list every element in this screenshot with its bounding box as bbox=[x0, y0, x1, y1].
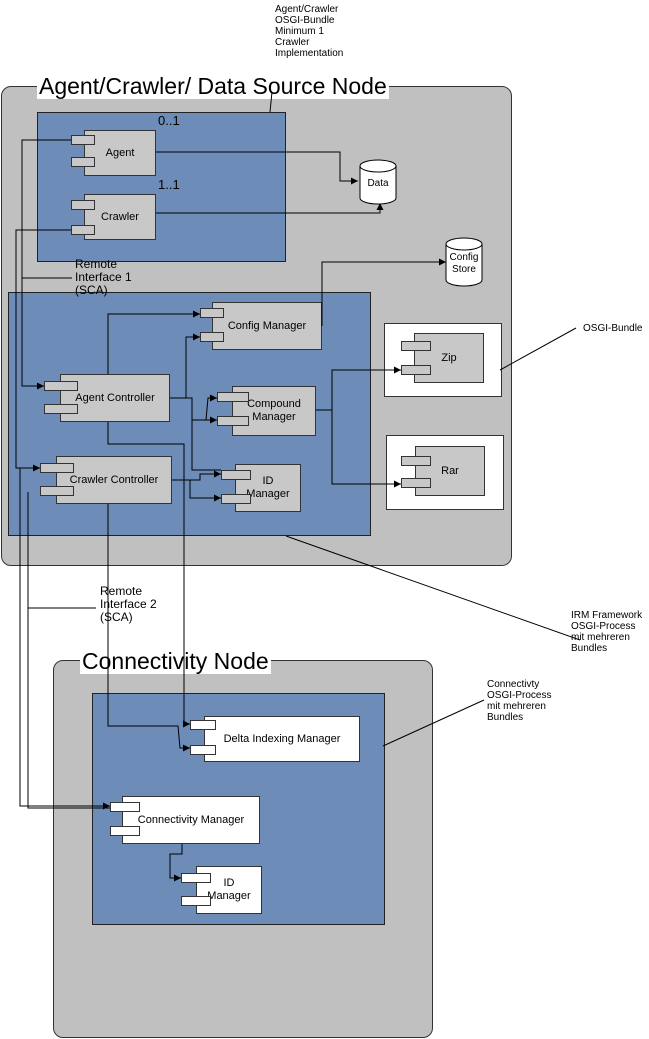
compound-to-zip-line bbox=[316, 366, 401, 411]
connectivity-manager-port-2 bbox=[110, 826, 140, 836]
agent-to-data-line bbox=[156, 151, 358, 185]
agent-component: Agent bbox=[84, 130, 156, 176]
data-store-icon bbox=[359, 159, 397, 205]
zip-port-1 bbox=[401, 341, 431, 351]
compound-manager-port-1 bbox=[217, 392, 249, 402]
delta-indexing-manager-component: Delta Indexing Manager bbox=[204, 716, 360, 762]
agent-label: Agent bbox=[105, 146, 135, 159]
zip-port-2 bbox=[401, 365, 431, 375]
id-manager-top-port-2 bbox=[221, 494, 251, 504]
config-manager-component: Config Manager bbox=[212, 302, 322, 350]
agent-ctrl-to-compound-line-2 bbox=[191, 420, 221, 471]
compound-to-rar-line bbox=[331, 410, 401, 488]
crawler-port-1 bbox=[71, 200, 95, 210]
crawler-controller-port-1 bbox=[40, 463, 74, 473]
rar-port-2 bbox=[401, 478, 431, 488]
crawler-label: Crawler bbox=[101, 210, 139, 223]
connectivity-process-note: Connectivty OSGI-Process mit mehreren Bu… bbox=[487, 679, 552, 723]
compound-ptr bbox=[205, 394, 217, 421]
compound-manager-label: Compound Manager bbox=[247, 398, 301, 423]
osgi-bundle-leader bbox=[499, 327, 577, 371]
delta-indexing-manager-port-1 bbox=[190, 720, 216, 730]
zip-label: Zip bbox=[441, 351, 457, 364]
id-manager-top-component: ID Manager bbox=[235, 464, 301, 512]
agent-crawler-bundle-note: Agent/Crawler OSGI-Bundle Minimum 1 Craw… bbox=[275, 4, 344, 59]
config-manager-port-2 bbox=[200, 332, 224, 342]
agent-ctrl-to-config-line bbox=[107, 310, 200, 374]
remote-bus-2 bbox=[27, 492, 110, 809]
delta-indexing-manager-port-2 bbox=[190, 745, 216, 755]
id-manager-bottom-port-2 bbox=[181, 896, 211, 906]
id-manager-bottom-port-1 bbox=[181, 873, 211, 883]
agent-multiplicity: 0..1 bbox=[158, 113, 180, 128]
connectivity-node-title: Connectivity Node bbox=[80, 648, 271, 674]
remote-interface-1-note: Remote Interface 1 (SCA) bbox=[75, 257, 132, 297]
agent-ctrl-to-config-line-2 bbox=[170, 333, 200, 399]
crawler-ctrl-to-id-line-2 bbox=[172, 479, 221, 502]
config-manager-to-store-line bbox=[321, 258, 446, 326]
config-store-label: Config Store bbox=[449, 252, 479, 275]
crawler-to-data-line bbox=[156, 203, 384, 214]
config-manager-label: Config Manager bbox=[227, 319, 307, 332]
crawler-component: Crawler bbox=[84, 194, 156, 240]
id-manager-top-label: ID Manager bbox=[246, 475, 290, 500]
config-manager-port-1 bbox=[200, 308, 224, 318]
crawler-ctrl-to-id-line bbox=[172, 470, 221, 481]
connectivity-manager-port-1 bbox=[110, 802, 140, 812]
irm-framework-leader bbox=[285, 535, 581, 641]
agent-port-2 bbox=[71, 157, 95, 167]
crawler-multiplicity: 1..1 bbox=[158, 177, 180, 192]
config-store-icon bbox=[445, 237, 483, 287]
agent-controller-label: Agent Controller bbox=[75, 391, 155, 404]
compound-manager-port-2 bbox=[217, 416, 249, 426]
crawler-controller-port-2 bbox=[40, 486, 74, 496]
agent-controller-port-1 bbox=[44, 381, 78, 391]
crawler-ctrl-down-line bbox=[107, 504, 190, 752]
connectivity-manager-label: Connectivity Manager bbox=[137, 813, 245, 826]
agent-crawler-bundle-frame bbox=[37, 112, 286, 262]
delta-indexing-manager-label: Delta Indexing Manager bbox=[223, 732, 341, 745]
conn-mgr-to-id-line bbox=[169, 844, 183, 882]
remote-interface-2-note: Remote Interface 2 (SCA) bbox=[100, 584, 157, 624]
crawler-to-crawler-ctrl-line bbox=[15, 229, 71, 472]
agent-controller-component: Agent Controller bbox=[60, 374, 170, 422]
irm-framework-note: IRM Framework OSGI-Process mit mehreren … bbox=[571, 610, 643, 654]
id-manager-top-port-1 bbox=[221, 470, 251, 480]
rar-label: Rar bbox=[441, 464, 459, 477]
data-store-label: Data bbox=[367, 178, 389, 189]
agent-crawler-bundle-leader bbox=[269, 91, 273, 113]
agent-controller-port-2 bbox=[44, 404, 78, 414]
connectivity-process-leader bbox=[382, 699, 485, 747]
remote-bus-1 bbox=[19, 468, 110, 810]
crawler-port-2 bbox=[71, 225, 95, 235]
rar-port-1 bbox=[401, 456, 431, 466]
agent-to-agent-ctrl-line bbox=[21, 139, 71, 390]
agent-port-1 bbox=[71, 135, 95, 145]
connectivity-manager-component: Connectivity Manager bbox=[122, 796, 260, 844]
osgi-bundle-note: OSGI-Bundle bbox=[583, 323, 643, 334]
agent-ctrl-to-compound-line bbox=[170, 397, 206, 421]
agent-node-title: Agent/Crawler/ Data Source Node bbox=[37, 73, 389, 99]
crawler-controller-component: Crawler Controller bbox=[56, 456, 172, 504]
id-manager-bottom-component: ID Manager bbox=[196, 866, 262, 914]
id-manager-bottom-label: ID Manager bbox=[207, 877, 251, 902]
agent-ctrl-down-line bbox=[107, 422, 190, 728]
crawler-controller-label: Crawler Controller bbox=[69, 473, 159, 486]
